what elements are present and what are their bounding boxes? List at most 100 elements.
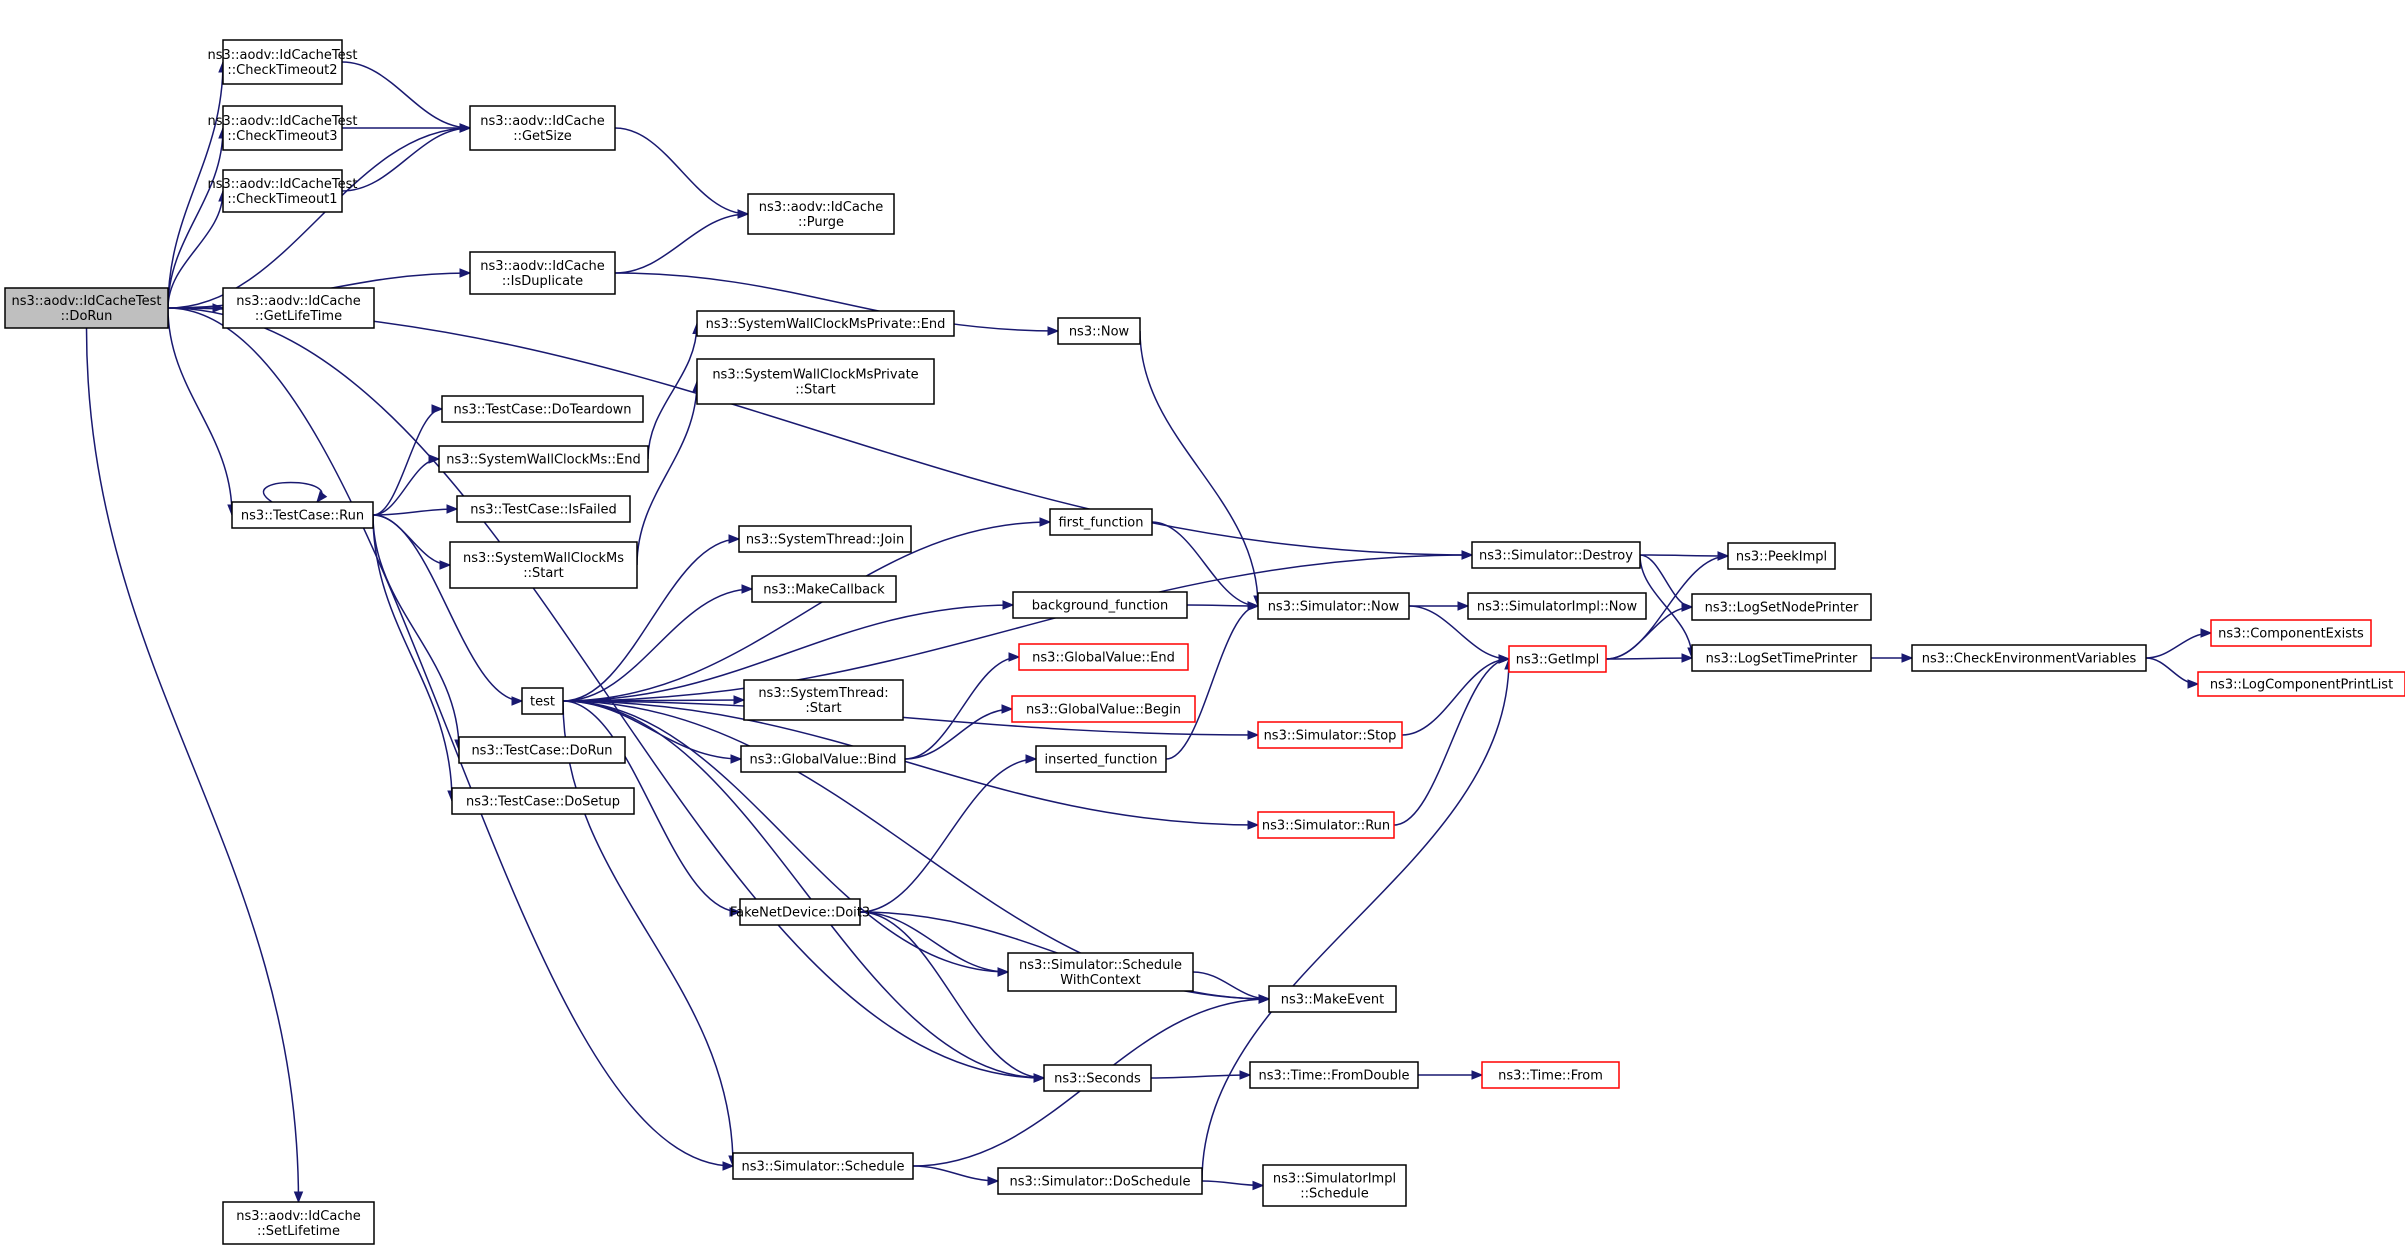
node-insertedFn[interactable]: inserted_function (1035, 745, 1167, 773)
node-tcIsFailed[interactable]: ns3::TestCase::IsFailed (456, 495, 631, 523)
node-purge[interactable]: ns3::aodv::IdCache::Purge (747, 193, 895, 235)
node-makeCallback-box[interactable] (751, 575, 897, 603)
node-bgFn[interactable]: background_function (1012, 591, 1188, 619)
node-peekImpl-box[interactable] (1727, 542, 1836, 570)
node-getImpl[interactable]: ns3::GetImpl (1508, 645, 1607, 673)
node-tcTeardown-box[interactable] (441, 395, 644, 423)
node-logCompPrint-box[interactable] (2197, 671, 2405, 697)
node-logCompPrint[interactable]: ns3::LogComponentPrintList (2197, 671, 2405, 697)
node-setLifetime-box[interactable] (222, 1201, 375, 1245)
node-swcpStart[interactable]: ns3::SystemWallClockMsPrivate::Start (696, 358, 935, 405)
node-swcpEnd[interactable]: ns3::SystemWallClockMsPrivate::End (696, 310, 955, 337)
node-doSchedule-box[interactable] (997, 1167, 1203, 1195)
node-gvEnd[interactable]: ns3::GlobalValue::End (1018, 643, 1189, 671)
node-fakeNet[interactable]: FakeNetDevice::Doit3 (730, 898, 870, 926)
node-gvBind[interactable]: ns3::GlobalValue::Bind (740, 745, 906, 773)
node-simNow-box[interactable] (1257, 592, 1410, 620)
node-swcStart[interactable]: ns3::SystemWallClockMs::Start (449, 541, 638, 589)
node-simImplNow[interactable]: ns3::SimulatorImpl::Now (1467, 592, 1647, 620)
node-ct1[interactable]: ns3::aodv::IdCacheTest::CheckTimeout1 (207, 169, 358, 213)
node-stStart-box[interactable] (743, 679, 904, 721)
node-seconds-box[interactable] (1043, 1064, 1152, 1092)
node-tcRun[interactable]: ns3::TestCase::Run (231, 501, 374, 529)
node-swcEnd-box[interactable] (438, 445, 649, 473)
node-getImpl-box[interactable] (1508, 645, 1607, 673)
node-logNode-box[interactable] (1691, 593, 1872, 621)
node-root[interactable]: ns3::aodv::IdCacheTest::DoRun (4, 287, 169, 329)
node-simRun[interactable]: ns3::Simulator::Run (1257, 811, 1395, 839)
node-schedCtx-box[interactable] (1007, 952, 1194, 992)
node-swcEnd[interactable]: ns3::SystemWallClockMs::End (438, 445, 649, 473)
node-purge-box[interactable] (747, 193, 895, 235)
node-gvBegin-box[interactable] (1011, 695, 1196, 723)
node-simImplSched[interactable]: ns3::SimulatorImpl::Schedule (1262, 1164, 1407, 1207)
node-tcIsFailed-box[interactable] (456, 495, 631, 523)
node-stJoin-box[interactable] (738, 525, 912, 553)
node-compExists-box[interactable] (2210, 619, 2372, 647)
node-firstFn-box[interactable] (1049, 508, 1153, 536)
node-now-box[interactable] (1057, 317, 1141, 345)
node-setLifetime[interactable]: ns3::aodv::IdCache::SetLifetime (222, 1201, 375, 1245)
node-insertedFn-box[interactable] (1035, 745, 1167, 773)
node-checkEnv-box[interactable] (1911, 644, 2147, 672)
node-fakeNet-box[interactable] (739, 898, 861, 926)
node-logTime[interactable]: ns3::LogSetTimePrinter (1691, 644, 1872, 672)
node-simDestroy-box[interactable] (1471, 541, 1641, 569)
node-now[interactable]: ns3::Now (1057, 317, 1141, 345)
node-simStop[interactable]: ns3::Simulator::Stop (1257, 721, 1403, 749)
node-isDuplicate[interactable]: ns3::aodv::IdCache::IsDuplicate (469, 251, 616, 295)
node-ct2-box[interactable] (222, 39, 343, 85)
node-simNow[interactable]: ns3::Simulator::Now (1257, 592, 1410, 620)
node-simImplNow-box[interactable] (1467, 592, 1647, 620)
node-ct3[interactable]: ns3::aodv::IdCacheTest::CheckTimeout3 (207, 105, 358, 151)
node-gvEnd-box[interactable] (1018, 643, 1189, 671)
node-compExists[interactable]: ns3::ComponentExists (2210, 619, 2372, 647)
node-doSchedule[interactable]: ns3::Simulator::DoSchedule (997, 1167, 1203, 1195)
node-ct2[interactable]: ns3::aodv::IdCacheTest::CheckTimeout2 (207, 39, 358, 85)
node-tcRun-box[interactable] (231, 501, 374, 529)
node-seconds[interactable]: ns3::Seconds (1043, 1064, 1152, 1092)
node-makeEvent[interactable]: ns3::MakeEvent (1268, 985, 1397, 1013)
node-simStop-box[interactable] (1257, 721, 1403, 749)
node-ct1-box[interactable] (222, 169, 343, 213)
node-makeEvent-box[interactable] (1268, 985, 1397, 1013)
node-root-box[interactable] (4, 287, 169, 329)
node-stJoin[interactable]: ns3::SystemThread::Join (738, 525, 912, 553)
node-tcDoRun-box[interactable] (458, 736, 626, 764)
node-getSize-box[interactable] (469, 105, 616, 151)
node-logNode[interactable]: ns3::LogSetNodePrinter (1691, 593, 1872, 621)
node-getLifeTime[interactable]: ns3::aodv::IdCache::GetLifeTime (222, 287, 375, 329)
node-peekImpl[interactable]: ns3::PeekImpl (1727, 542, 1836, 570)
node-logTime-box[interactable] (1691, 644, 1872, 672)
node-bgFn-box[interactable] (1012, 591, 1188, 619)
node-fromDouble-box[interactable] (1249, 1061, 1419, 1089)
node-checkEnv[interactable]: ns3::CheckEnvironmentVariables (1911, 644, 2147, 672)
node-fromDouble[interactable]: ns3::Time::FromDouble (1249, 1061, 1419, 1089)
node-tcDoSetup-box[interactable] (451, 787, 635, 815)
node-tcDoSetup[interactable]: ns3::TestCase::DoSetup (451, 787, 635, 815)
node-swcpStart-box[interactable] (696, 358, 935, 405)
node-ct3-box[interactable] (222, 105, 343, 151)
node-timeFrom-box[interactable] (1481, 1061, 1620, 1089)
node-firstFn[interactable]: first_function (1049, 508, 1153, 536)
node-makeCallback[interactable]: ns3::MakeCallback (751, 575, 897, 603)
node-simSchedule-box[interactable] (732, 1152, 914, 1180)
node-isDuplicate-box[interactable] (469, 251, 616, 295)
node-stStart[interactable]: ns3::SystemThread::Start (743, 679, 904, 721)
node-swcStart-box[interactable] (449, 541, 638, 589)
node-simImplSched-box[interactable] (1262, 1164, 1407, 1207)
node-gvBegin[interactable]: ns3::GlobalValue::Begin (1011, 695, 1196, 723)
node-tcTeardown[interactable]: ns3::TestCase::DoTeardown (441, 395, 644, 423)
node-getLifeTime-box[interactable] (222, 287, 375, 329)
node-swcpEnd-box[interactable] (696, 310, 955, 337)
node-simDestroy[interactable]: ns3::Simulator::Destroy (1471, 541, 1641, 569)
node-simRun-box[interactable] (1257, 811, 1395, 839)
node-simSchedule[interactable]: ns3::Simulator::Schedule (732, 1152, 914, 1180)
node-test[interactable]: test (521, 687, 564, 715)
node-tcDoRun[interactable]: ns3::TestCase::DoRun (458, 736, 626, 764)
node-timeFrom[interactable]: ns3::Time::From (1481, 1061, 1620, 1089)
node-gvBind-box[interactable] (740, 745, 906, 773)
node-test-box[interactable] (521, 687, 564, 715)
node-getSize[interactable]: ns3::aodv::IdCache::GetSize (469, 105, 616, 151)
